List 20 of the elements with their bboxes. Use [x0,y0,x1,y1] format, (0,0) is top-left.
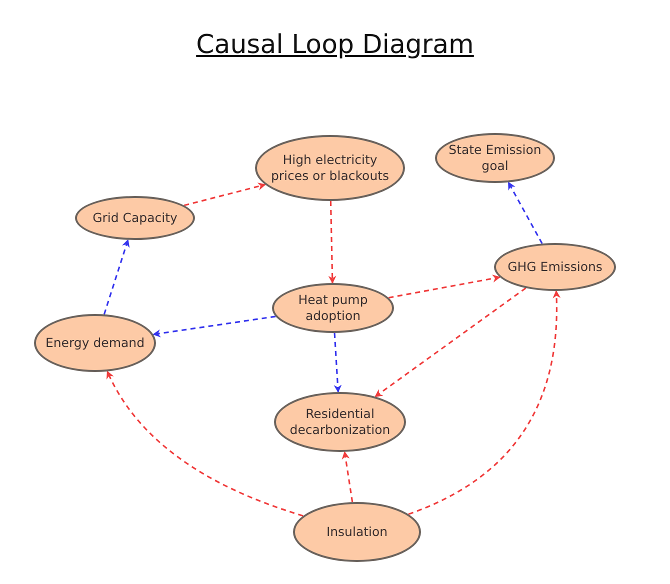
arrow [152,316,276,338]
variable-label: High electricity prices or blackouts [270,152,390,184]
arrow [342,451,354,502]
arrow [408,290,560,515]
arrow [508,182,543,244]
variable-label: GHG Emissions [508,258,602,276]
arrow [388,274,501,299]
diagram-title: Causal Loop Diagram [196,30,474,60]
arrow [106,370,304,517]
variable-label: Grid Capacity [92,210,178,226]
arrow [184,182,266,206]
variable-label: Heat pump adoption [297,292,369,324]
arrow [334,332,342,393]
variable-label: Energy demand [45,334,145,352]
variable-label: Residential decarbonization [288,406,392,438]
variable-label: State Emission goal [448,142,542,174]
variable-label: Insulation [326,524,388,540]
arrow [374,287,526,398]
arrow [103,239,130,315]
arrow [328,200,336,284]
